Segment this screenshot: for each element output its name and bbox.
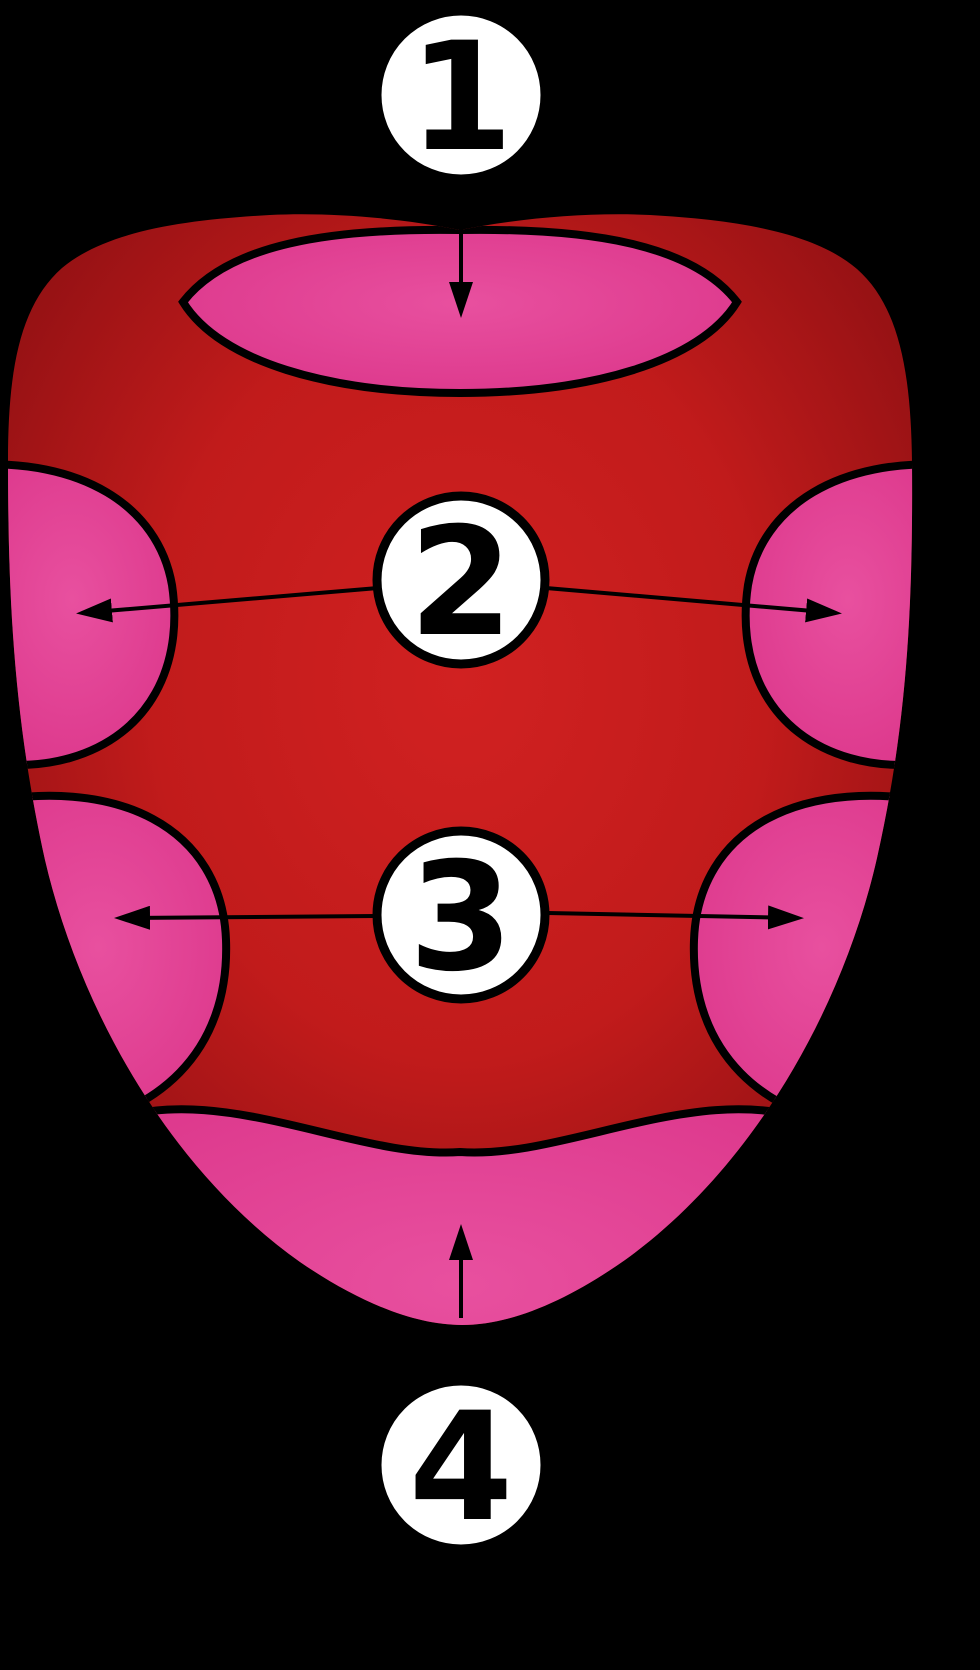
badge-3-number: 3 (409, 831, 513, 1005)
badge-2-circle (372, 491, 550, 669)
arrow-3-right (547, 905, 804, 930)
badge-1-circle (372, 6, 550, 184)
tongue-shape (8, 214, 913, 1326)
number-badges: 1 2 3 4 (372, 6, 550, 1555)
badge-1: 1 (372, 6, 550, 185)
badge-3: 3 (372, 826, 550, 1005)
badge-4: 4 (372, 1376, 550, 1555)
arrow-2-right (545, 586, 842, 623)
region-2-mid-right (741, 460, 913, 769)
badge-2-number: 2 (409, 496, 513, 670)
arrow-2-left (76, 586, 379, 623)
badge-4-number: 4 (409, 1381, 513, 1555)
badge-3-circle (372, 826, 550, 1004)
badge-2: 2 (372, 491, 550, 670)
arrow-3-left (114, 905, 377, 930)
badge-4-circle (372, 1376, 550, 1554)
badge-1-number: 1 (409, 11, 513, 185)
arrows (76, 186, 842, 1318)
region-2-mid-left (8, 460, 179, 769)
